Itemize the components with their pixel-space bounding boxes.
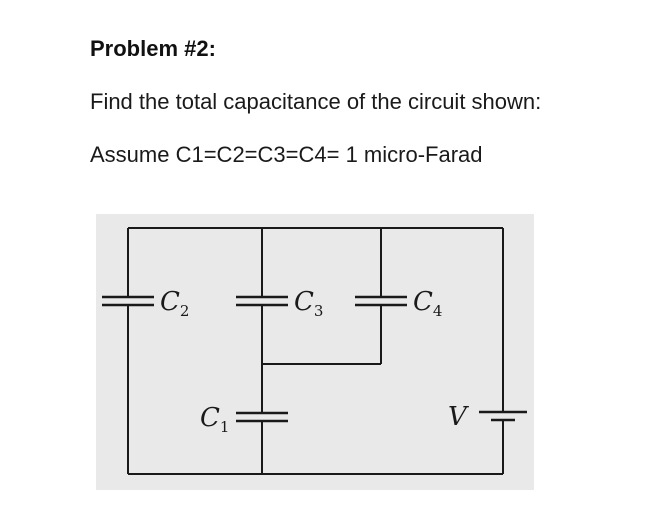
label-c1: C1 (200, 403, 229, 436)
problem-question: Find the total capacitance of the circui… (90, 89, 542, 114)
label-c3: C3 (294, 287, 323, 320)
problem-heading: Problem #2: (90, 36, 216, 61)
problem-assumption: Assume C1=C2=C3=C4= 1 micro-Farad (90, 142, 483, 167)
label-c4: C4 (413, 287, 442, 320)
circuit-svg: C2 C3 C4 C1 V (102, 227, 527, 475)
label-v: V (448, 402, 469, 432)
circuit-diagram: C2 C3 C4 C1 V (96, 214, 534, 490)
circuit-wires (127, 227, 504, 475)
label-c2: C2 (160, 287, 189, 320)
capacitor-plates (102, 295, 527, 423)
